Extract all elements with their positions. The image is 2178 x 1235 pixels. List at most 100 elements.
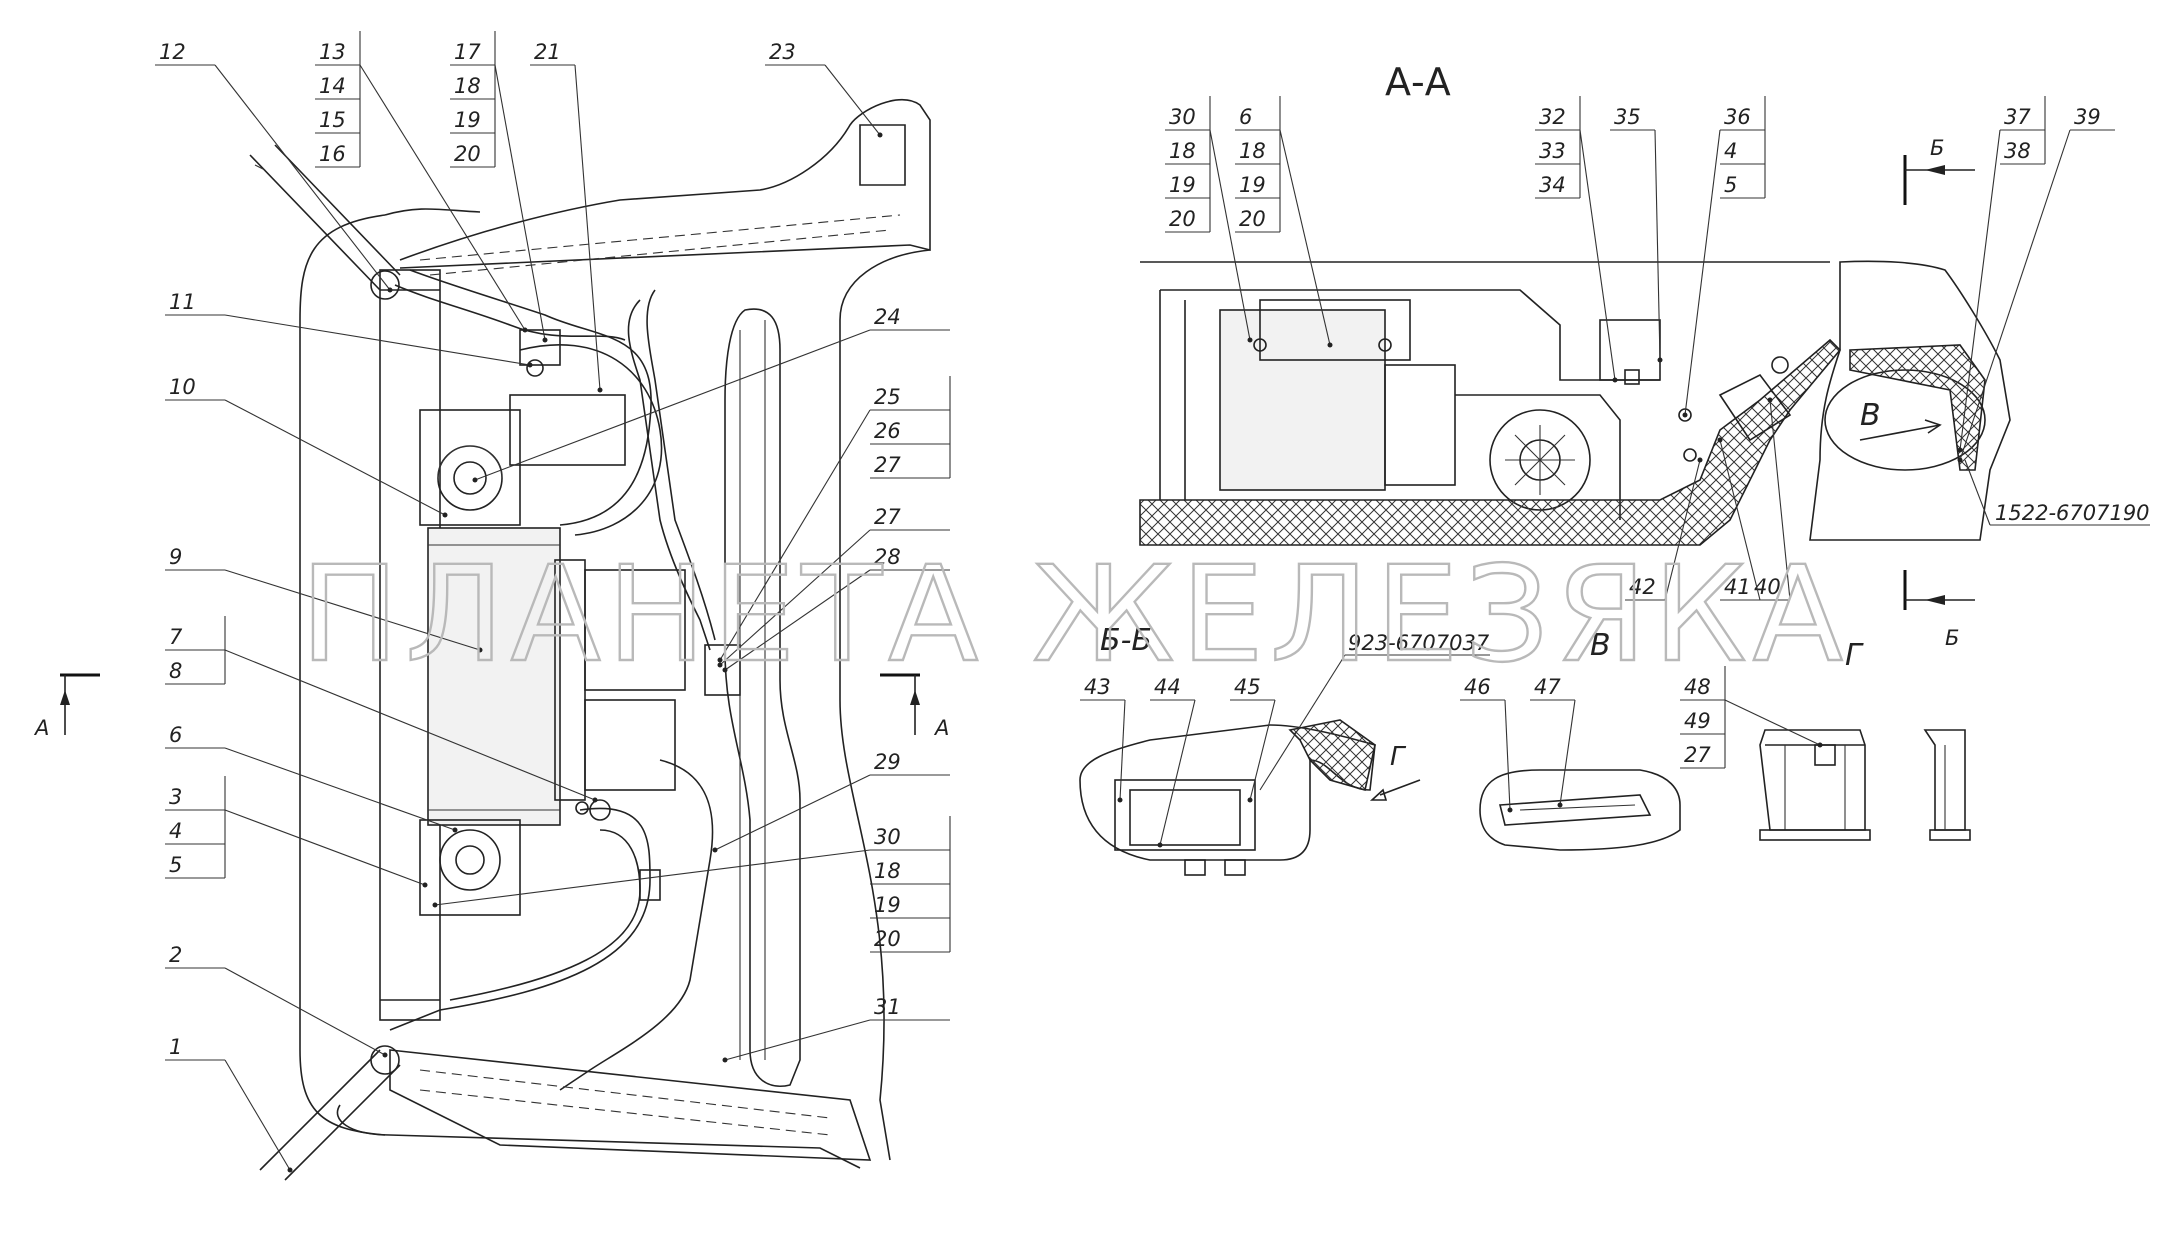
callout-label: 20 <box>454 142 481 166</box>
callout-dot <box>522 327 528 333</box>
callout-dot <box>1957 447 1963 453</box>
callout-label: 30 <box>1169 105 1196 129</box>
view-g-title: Г <box>1845 638 1864 673</box>
callout-label: 30 <box>874 825 901 849</box>
callout-dot <box>1247 337 1253 343</box>
callout-label: 41 <box>1724 575 1751 599</box>
callout-label: 17 <box>454 40 481 64</box>
callout-leader <box>224 967 386 1056</box>
callout-dot <box>452 827 458 833</box>
section-marker-b-bottom: Б <box>1903 570 1975 650</box>
callout-leader <box>224 314 531 366</box>
callout-label: 10 <box>169 375 196 399</box>
part-number-1522: 1522-6707190 <box>1964 459 2150 526</box>
watermark: ПЛАНЕТА ЖЕЛЕЗЯКА <box>300 538 1849 692</box>
callout-label: 13 <box>319 40 346 64</box>
callout-label: 43 <box>1084 675 1111 699</box>
callout-label: 36 <box>1724 105 1751 129</box>
callout-c6: 6 <box>165 723 458 833</box>
callout-label: 14 <box>319 74 346 98</box>
callout-dot <box>1817 742 1823 748</box>
callout-label: 19 <box>1239 173 1266 197</box>
callout-s32: 32 33 34 <box>1535 96 1618 383</box>
view-g-marker-label: Г <box>1390 742 1407 772</box>
callout-label: 1 <box>169 1035 182 1059</box>
section-a-left-label: А <box>33 716 49 740</box>
callout-leader <box>824 64 881 136</box>
view-v-marker-label: В <box>1860 398 1881 433</box>
callout-c24: 24 <box>472 305 950 483</box>
callout-c28: 28 <box>722 545 950 673</box>
callout-dot <box>1682 412 1688 418</box>
callout-label: 27 <box>1684 743 1711 767</box>
callout-leader <box>434 849 871 906</box>
callout-label: 34 <box>1539 173 1566 197</box>
callout-dot <box>1117 797 1123 803</box>
callout-label: 37 <box>2004 105 2031 129</box>
callout-c10: 10 <box>165 375 448 518</box>
callout-label: 48 <box>1684 675 1711 699</box>
callout-leader <box>1959 129 2001 451</box>
callout-dot <box>1767 397 1773 403</box>
callout-s39: 39 <box>1957 105 2115 463</box>
callout-c27: 27 <box>717 505 950 668</box>
callout-label: 5 <box>1724 173 1737 197</box>
callout-label: 19 <box>874 893 901 917</box>
section-aa-title: А-А <box>1385 60 1451 104</box>
callout-label: 20 <box>874 927 901 951</box>
callout-leader <box>714 774 871 851</box>
callout-label: 4 <box>1724 139 1737 163</box>
callout-dot <box>1717 437 1723 443</box>
callout-label: 18 <box>874 859 901 883</box>
callout-label: 47 <box>1534 675 1561 699</box>
callout-v46: 46 <box>1460 675 1513 813</box>
callout-label: 2 <box>169 943 182 967</box>
callout-leader <box>224 1059 291 1171</box>
callout-dot <box>722 667 728 673</box>
callout-leader <box>224 747 456 831</box>
callout-dot <box>1327 342 1333 348</box>
callout-dot <box>442 512 448 518</box>
callout-c2: 2 <box>165 943 388 1058</box>
callout-c31: 31 <box>722 995 950 1063</box>
callout-label: 18 <box>1169 139 1196 163</box>
callout-dot <box>712 847 718 853</box>
callout-label: 32 <box>1539 105 1566 129</box>
callout-leader <box>724 1019 871 1061</box>
callout-leader <box>1559 699 1576 806</box>
callout-c3: 345 <box>165 776 428 888</box>
view-v <box>1479 769 1681 851</box>
callout-dot <box>422 882 428 888</box>
part-number-923: 923-6707037 <box>1259 631 1490 791</box>
callout-c11: 11 <box>165 290 533 368</box>
callout-label: 4 <box>169 819 182 843</box>
callout-label: 12 <box>159 40 186 64</box>
callout-label: 11 <box>169 290 196 314</box>
callout-c29: 29 <box>712 750 950 853</box>
view-v-detail <box>1809 260 2011 541</box>
callout-s41: 41 <box>1717 437 1761 601</box>
callout-label: 44 <box>1154 675 1181 699</box>
callout-label: 25 <box>874 385 901 409</box>
callout-label: 35 <box>1614 105 1641 129</box>
callout-dot <box>877 132 883 138</box>
section-marker-b-top: Б <box>1903 136 1975 205</box>
callout-label: 26 <box>874 419 901 443</box>
callout-leader <box>224 809 426 886</box>
callout-c7: 78 <box>165 616 598 803</box>
section-marker-a-right: А <box>880 673 949 740</box>
section-bb-title: Б-Б <box>1100 623 1152 658</box>
fan-upper <box>419 409 521 526</box>
callout-dot <box>382 1052 388 1058</box>
callout-leader <box>1654 129 1661 361</box>
plan-view <box>249 99 931 1181</box>
callout-label: 19 <box>454 108 481 132</box>
callout-label: 33 <box>1539 139 1566 163</box>
callout-leader <box>574 64 601 391</box>
section-bb <box>1079 719 1421 876</box>
callout-s42: 42 <box>1625 457 1703 601</box>
